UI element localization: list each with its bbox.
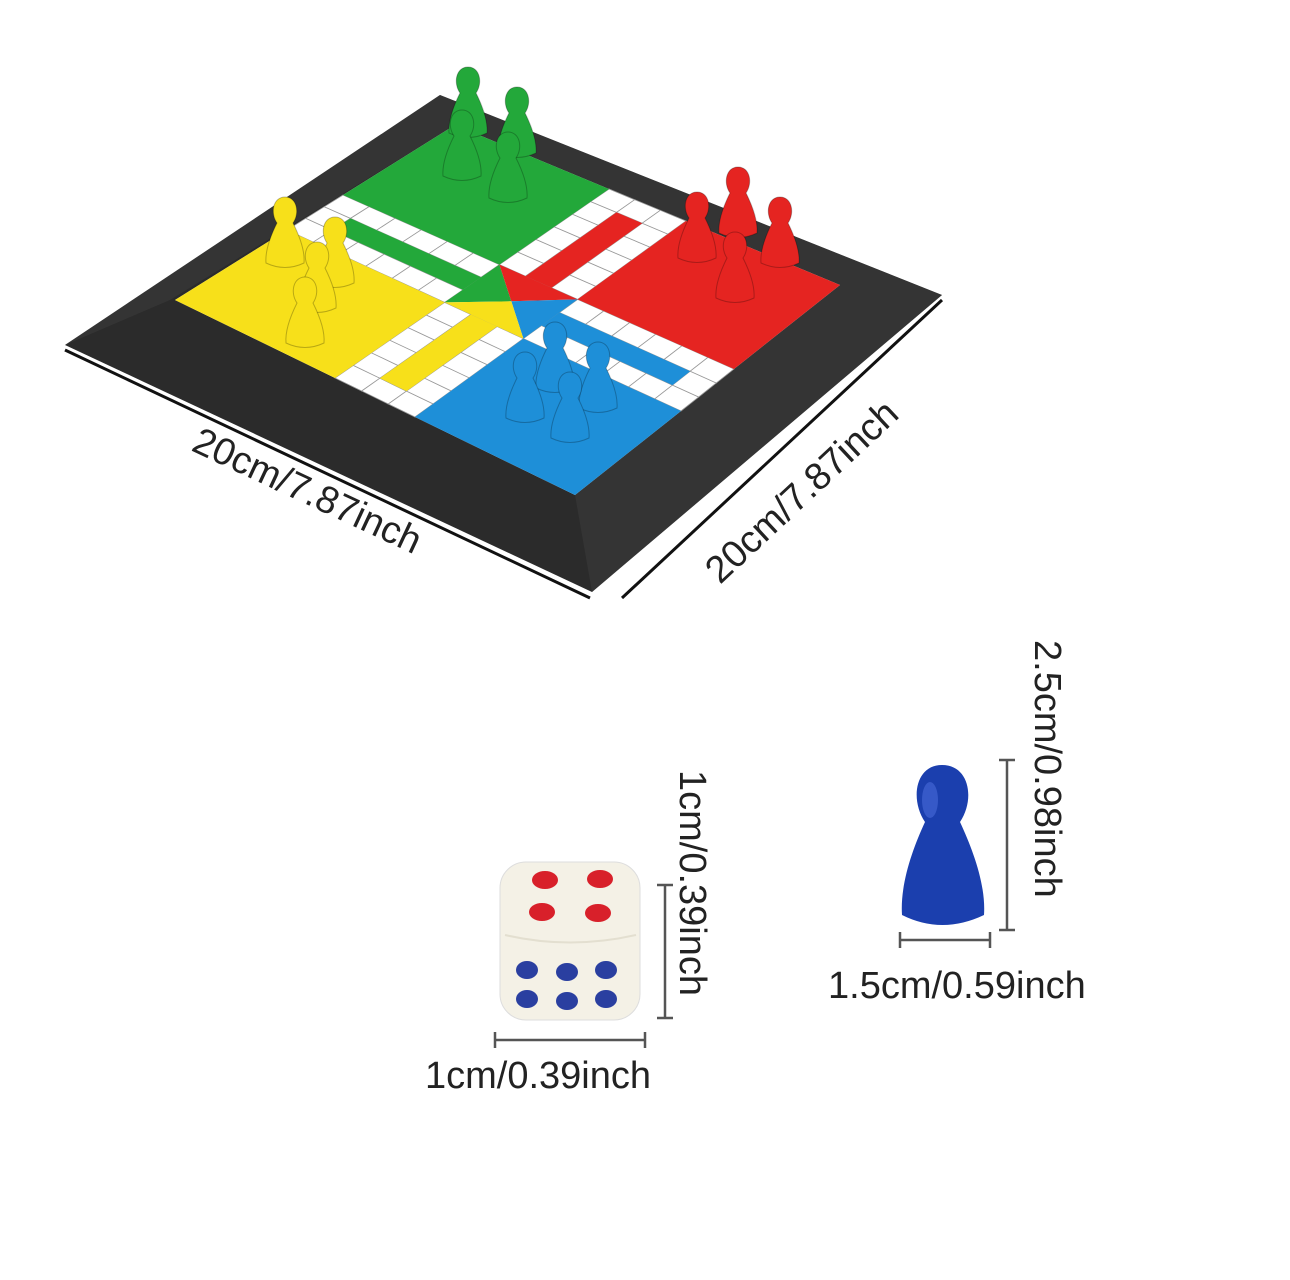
center-yellow	[444, 301, 524, 339]
pawn-width-label: 1.5cm/0.59inch	[828, 965, 1086, 1007]
dice-width-label: 1cm/0.39inch	[425, 1055, 651, 1097]
dice-height-label: 1cm/0.39inch	[671, 770, 713, 996]
pawn-height-label: 2.5cm/0.98inch	[1026, 640, 1068, 898]
blue-home	[415, 338, 681, 495]
red-pawn	[718, 166, 758, 238]
green-pawn	[488, 131, 528, 203]
red-pawn	[677, 191, 717, 263]
blue-lane	[541, 312, 691, 386]
green-home	[343, 125, 609, 265]
center-blue	[511, 299, 578, 339]
center-green	[444, 264, 512, 303]
red-lane	[525, 212, 643, 288]
dice	[499, 861, 641, 1021]
board-depth-dimension-line	[620, 298, 944, 600]
board-width-dimension-line	[64, 348, 591, 600]
center-red	[499, 264, 578, 302]
red-pawn	[760, 196, 800, 268]
dice-width-dimension	[493, 1032, 647, 1048]
blue-pawn	[578, 341, 618, 413]
dice-height-dimension	[657, 883, 673, 1020]
ludo-board	[65, 66, 942, 592]
pawn-height-dimension	[999, 758, 1015, 932]
pawn-width-dimension	[898, 932, 992, 948]
green-lane	[331, 218, 482, 290]
blue-pawn	[550, 371, 590, 443]
yellow-lane	[379, 314, 498, 392]
pawn	[901, 765, 985, 925]
blue-pawn	[505, 351, 545, 423]
green-pawn	[442, 109, 482, 181]
yellow-pawn	[265, 196, 305, 268]
yellow-pawn	[285, 276, 325, 348]
red-pawn	[715, 231, 755, 303]
board-pawns	[265, 66, 800, 443]
